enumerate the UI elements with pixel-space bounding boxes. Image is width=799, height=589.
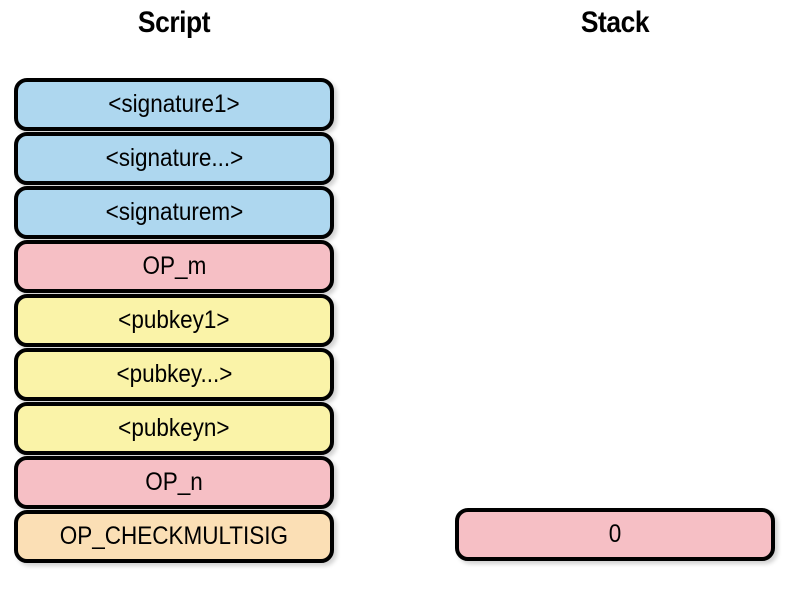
stack-column: 0 xyxy=(455,78,775,561)
stack-column-header: Stack xyxy=(580,6,650,39)
script-item-label: <signature...> xyxy=(105,144,243,172)
script-item-label: OP_m xyxy=(142,252,206,280)
script-item: <signature1> xyxy=(14,78,334,131)
stack-empty-space xyxy=(455,78,775,508)
script-item: <pubkey...> xyxy=(14,348,334,401)
script-item-label: <pubkey1> xyxy=(118,306,230,334)
script-item-label: <pubkey...> xyxy=(116,360,232,388)
script-item: <signature...> xyxy=(14,132,334,185)
script-item-label: <signature1> xyxy=(108,90,240,118)
script-item: <signaturem> xyxy=(14,186,334,239)
stack-item: 0 xyxy=(455,508,775,561)
script-column-header: Script xyxy=(137,6,211,39)
script-column: <signature1> <signature...> <signaturem> OP… xyxy=(14,78,334,564)
script-item: OP_n xyxy=(14,456,334,509)
script-item-label: OP_n xyxy=(145,468,203,496)
script-item-label: <pubkeyn> xyxy=(118,414,230,442)
script-item-label: <signaturem> xyxy=(105,198,243,226)
script-item: OP_CHECKMULTISIG xyxy=(14,510,334,563)
script-item: OP_m xyxy=(14,240,334,293)
script-item-label: OP_CHECKMULTISIG xyxy=(59,522,289,550)
script-item: <pubkeyn> xyxy=(14,402,334,455)
stack-item-label: 0 xyxy=(608,520,622,548)
script-item: <pubkey1> xyxy=(14,294,334,347)
